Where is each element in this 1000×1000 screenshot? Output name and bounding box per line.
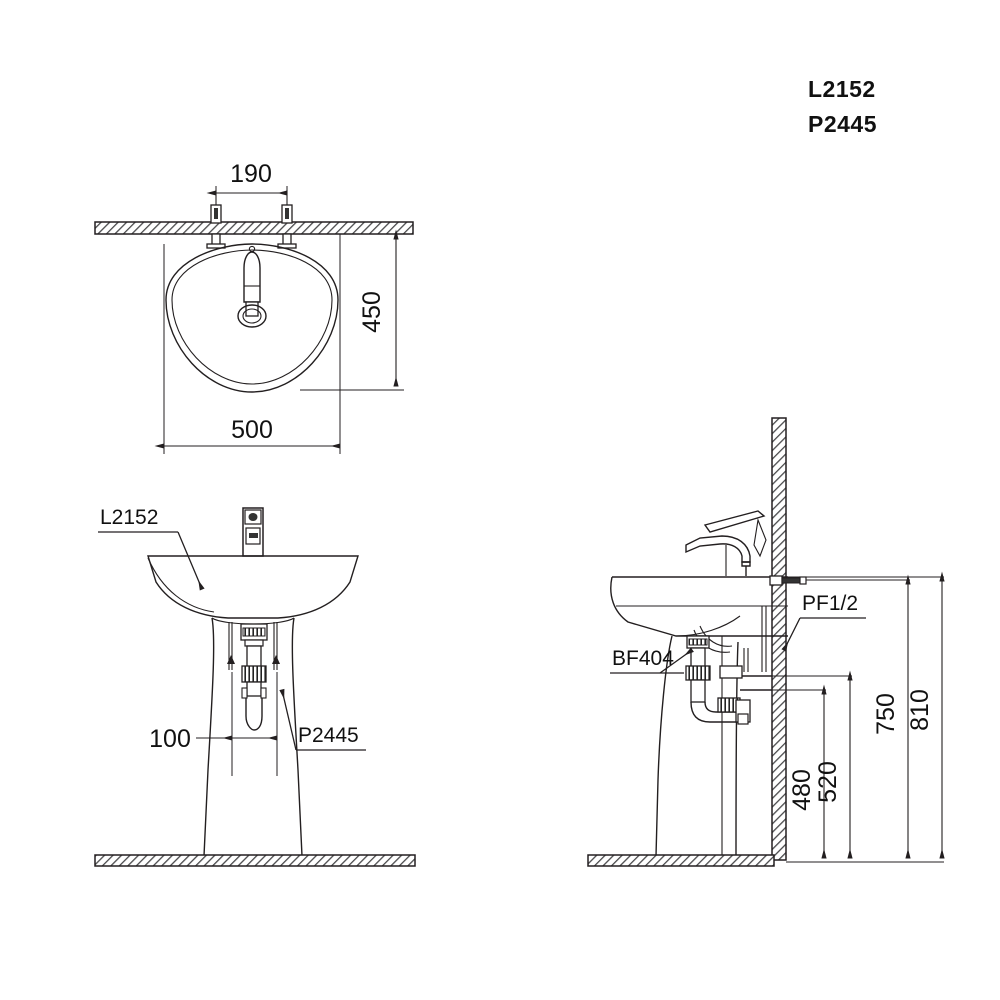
callout-p2445: P2445 <box>279 688 366 751</box>
callout-pf12-text: PF1/2 <box>802 592 858 615</box>
callout-l2152: L2152 <box>98 506 205 591</box>
dim-190: 190 <box>206 160 288 202</box>
trap-assembly-side <box>685 606 772 725</box>
faucet-plan <box>237 245 267 328</box>
callout-pf12: PF1/2 <box>781 592 866 652</box>
basin-front <box>147 555 359 619</box>
dim-450: 450 <box>252 229 404 391</box>
dim-450-text: 450 <box>358 291 386 333</box>
dim-750-text: 750 <box>872 693 900 735</box>
basin-plan-outline <box>165 243 339 393</box>
dim-480-text: 480 <box>788 769 816 811</box>
dim-500-text: 500 <box>231 416 273 444</box>
plan-view: 190 450 500 <box>94 160 414 454</box>
faucet-side <box>685 510 767 576</box>
drain-assembly-front <box>227 622 280 731</box>
dim-500: 500 <box>154 234 341 454</box>
side-floor <box>587 854 775 867</box>
callout-l2152-text: L2152 <box>100 506 158 529</box>
front-view: L2152 P2445 100 <box>94 506 416 867</box>
callout-bf404-text: BF404 <box>612 647 674 670</box>
faucet-front <box>242 507 264 557</box>
side-wall <box>771 417 787 861</box>
product-code-secondary: P2445 <box>808 111 877 137</box>
callout-p2445-text: P2445 <box>298 724 359 747</box>
product-code-primary: L2152 <box>808 76 876 102</box>
plan-wall <box>94 221 414 235</box>
mounting-bolt-left <box>206 190 226 249</box>
dim-100-text: 100 <box>149 725 191 753</box>
basin-side <box>610 576 788 637</box>
dim-190-text: 190 <box>230 160 272 188</box>
dim-810-text: 810 <box>906 689 934 731</box>
title-block: L2152 P2445 <box>808 76 877 137</box>
side-view: BF404 PF1/2 480 520 <box>587 417 945 867</box>
callout-bf404: BF404 <box>610 647 694 674</box>
dim-520-text: 520 <box>814 761 842 803</box>
side-dimension-stack: 480 520 750 810 <box>752 571 945 863</box>
front-floor <box>94 854 416 867</box>
dim-100: 100 <box>149 672 278 776</box>
